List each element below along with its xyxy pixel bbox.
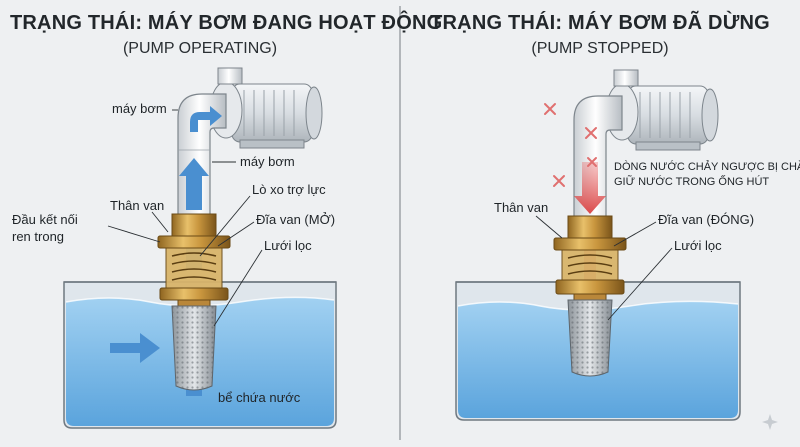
left-label-disc: Đĩa van (MỞ) [256, 212, 336, 227]
right-label-valve-body: Thân van [494, 200, 549, 215]
sparkle-icon [762, 414, 778, 430]
right-label-backflow-1: DÒNG NƯỚC CHẢY NGƯỢC BỊ CHẶN LẠI [614, 161, 800, 173]
left-label-valve-body: Thân van [110, 198, 165, 213]
right-label-disc: Đĩa van (ĐÓNG) [658, 212, 755, 227]
left-label-thread-1: Đầu kết nối [12, 212, 78, 227]
right-foot-valve [553, 215, 627, 301]
right-label-backflow-2: GIỮ NƯỚC TRONG ỐNG HÚT [614, 176, 770, 188]
left-panel-title: TRẠNG THÁI: MÁY BƠM ĐANG HOẠT ĐỘNG [10, 12, 443, 34]
right-leader-lines [535, 215, 673, 321]
left-strainer [171, 305, 217, 391]
left-label-pipe: máy bơm [240, 154, 295, 169]
left-label-strainer: Lưới lọc [264, 238, 312, 253]
left-label-tank: bể chứa nước [218, 390, 301, 405]
left-label-spring: Lò xo trợ lực [252, 182, 326, 197]
left-foot-valve [157, 213, 231, 307]
left-label-thread-2: ren trong [12, 229, 65, 244]
left-leader-lines [107, 109, 263, 327]
right-panel-art [455, 69, 741, 421]
left-panel-art [63, 67, 337, 429]
right-label-strainer: Lưới lọc [674, 238, 722, 253]
right-strainer [567, 299, 613, 377]
left-panel-subtitle: (PUMP OPERATING) [122, 40, 278, 57]
x-mark-icon [544, 103, 597, 187]
left-label-pump: máy bơm [112, 101, 167, 116]
left-pump-motor [209, 67, 323, 149]
right-panel-subtitle: (PUMP STOPPED) [531, 40, 669, 57]
right-pump-motor [605, 69, 719, 151]
right-panel-title: TRẠNG THÁI: MÁY BƠM ĐÃ DỪNG [430, 12, 770, 34]
